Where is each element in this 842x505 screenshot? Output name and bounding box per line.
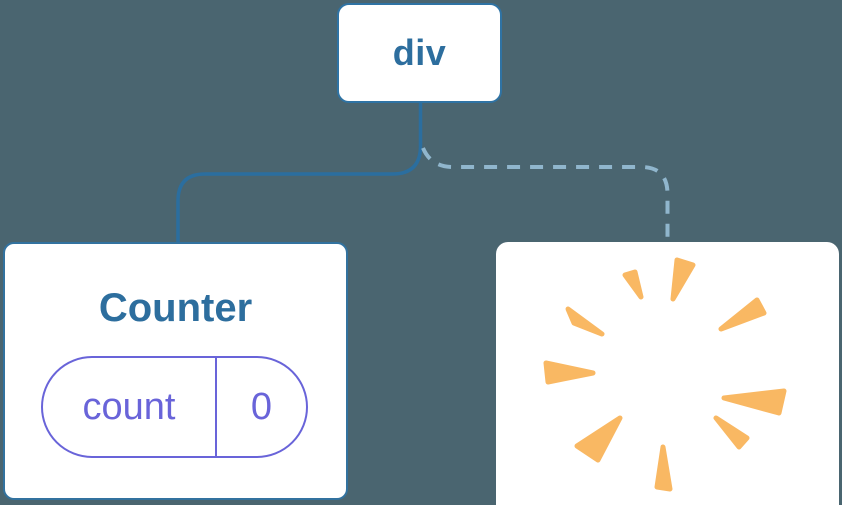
root-node-div: div (337, 3, 502, 103)
poof-starburst-icon (543, 257, 787, 492)
edge-solid-div-to-counter (176, 102, 423, 245)
root-node-label: div (392, 32, 447, 73)
state-pill-key: count (43, 358, 217, 456)
edge-dashed-div-to-removed (421, 147, 670, 243)
state-pill-value: 0 (250, 385, 273, 428)
counter-card-title: Counter (98, 286, 253, 330)
poof-rays (543, 257, 787, 492)
counter-card: Counter count 0 (3, 242, 348, 500)
state-pill: count 0 (41, 356, 308, 458)
removed-card (496, 242, 839, 505)
